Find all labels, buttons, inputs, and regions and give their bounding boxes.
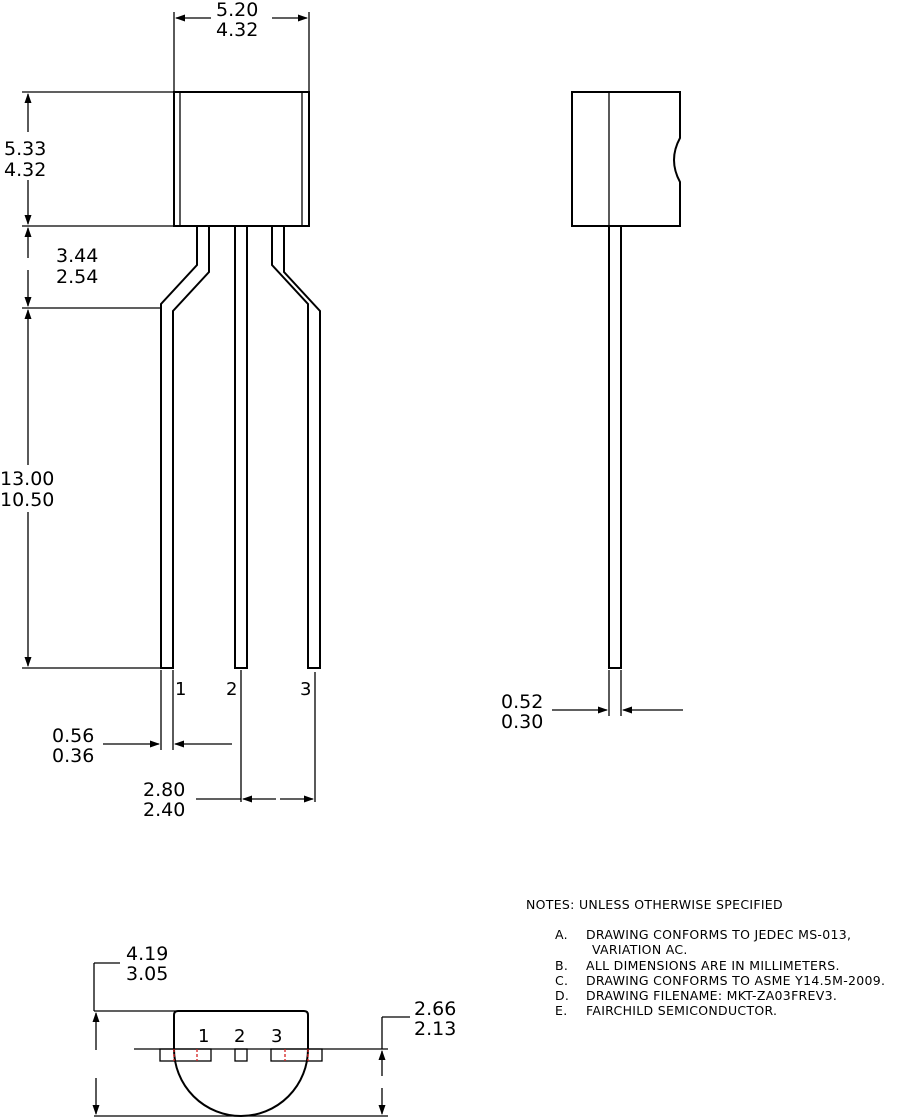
svg-text:2.13: 2.13 bbox=[414, 1018, 456, 1040]
lead-3-section bbox=[270, 1048, 323, 1062]
svg-text:4.19: 4.19 bbox=[126, 943, 168, 965]
dim-lead-pitch: 2.80 2.40 bbox=[143, 670, 316, 821]
svg-text:4.32: 4.32 bbox=[216, 19, 258, 41]
lead-2 bbox=[234, 225, 248, 669]
dim-lead-thickness: 0.52 0.30 bbox=[501, 670, 683, 733]
dim-body-height: 5.33 4.32 bbox=[4, 91, 174, 227]
svg-text:4.32: 4.32 bbox=[4, 159, 46, 181]
dim-lead-length: 13.00 10.50 bbox=[0, 309, 161, 669]
note-d-letter: D. bbox=[555, 988, 569, 1003]
svg-text:2.54: 2.54 bbox=[56, 266, 98, 288]
dim-body-depth: 4.19 3.05 bbox=[92, 943, 388, 1117]
side-view: 0.52 0.30 bbox=[501, 91, 683, 733]
bottom-pin-label-2: 2 bbox=[234, 1026, 245, 1047]
package-body-side bbox=[571, 91, 681, 227]
notes-heading: NOTES: UNLESS OTHERWISE SPECIFIED bbox=[526, 897, 783, 912]
note-b-letter: B. bbox=[555, 958, 568, 973]
note-d-text: DRAWING FILENAME: MKT-ZA03FREV3. bbox=[586, 988, 837, 1003]
dim-lead-width: 0.56 0.36 bbox=[52, 670, 232, 767]
svg-text:5.20: 5.20 bbox=[216, 0, 258, 21]
note-a-text: DRAWING CONFORMS TO JEDEC MS-013, bbox=[586, 927, 851, 942]
svg-text:0.56: 0.56 bbox=[52, 725, 94, 747]
note-a-letter: A. bbox=[555, 927, 568, 942]
svg-text:0.36: 0.36 bbox=[52, 745, 94, 767]
pin-label-3: 3 bbox=[300, 679, 311, 700]
lead-side bbox=[608, 225, 622, 669]
note-a-cont-text: VARIATION AC. bbox=[592, 942, 688, 957]
note-e-letter: E. bbox=[555, 1003, 567, 1018]
bottom-view: 1 2 3 4.19 3.05 2.66 2.13 bbox=[92, 943, 456, 1117]
svg-text:2.40: 2.40 bbox=[143, 799, 185, 821]
svg-text:10.50: 10.50 bbox=[0, 489, 54, 511]
note-b-text: ALL DIMENSIONS ARE IN MILLIMETERS. bbox=[586, 958, 840, 973]
note-c-letter: C. bbox=[555, 973, 568, 988]
svg-text:5.33: 5.33 bbox=[4, 138, 46, 160]
svg-text:13.00: 13.00 bbox=[0, 468, 54, 490]
pin-label-1: 1 bbox=[175, 679, 186, 700]
package-body-front bbox=[173, 91, 310, 227]
note-e-text: FAIRCHILD SEMICONDUCTOR. bbox=[586, 1003, 777, 1018]
lead-1 bbox=[160, 226, 210, 669]
note-c-text: DRAWING CONFORMS TO ASME Y14.5M-2009. bbox=[586, 973, 885, 988]
svg-text:3.05: 3.05 bbox=[126, 963, 168, 985]
lead-2-section bbox=[234, 1048, 248, 1062]
bottom-pin-label-1: 1 bbox=[198, 1026, 209, 1047]
svg-text:3.44: 3.44 bbox=[56, 245, 98, 267]
lead-1-section bbox=[159, 1048, 212, 1062]
notes-block: NOTES: UNLESS OTHERWISE SPECIFIED A. DRA… bbox=[526, 897, 885, 1018]
front-view: 1 2 3 5.20 4.32 5.33 4.32 3.44 2.54 bbox=[0, 0, 321, 821]
pin-label-2: 2 bbox=[226, 679, 237, 700]
dim-body-width: 5.20 4.32 bbox=[173, 0, 310, 92]
lead-3 bbox=[271, 226, 321, 669]
svg-text:0.30: 0.30 bbox=[501, 711, 543, 733]
dim-flat-offset: 2.66 2.13 bbox=[378, 998, 456, 1115]
svg-text:0.52: 0.52 bbox=[501, 691, 543, 713]
svg-text:2.66: 2.66 bbox=[414, 998, 456, 1020]
svg-text:2.80: 2.80 bbox=[143, 779, 185, 801]
dim-bend-height: 3.44 2.54 bbox=[22, 227, 161, 309]
bottom-pin-label-3: 3 bbox=[271, 1026, 282, 1047]
